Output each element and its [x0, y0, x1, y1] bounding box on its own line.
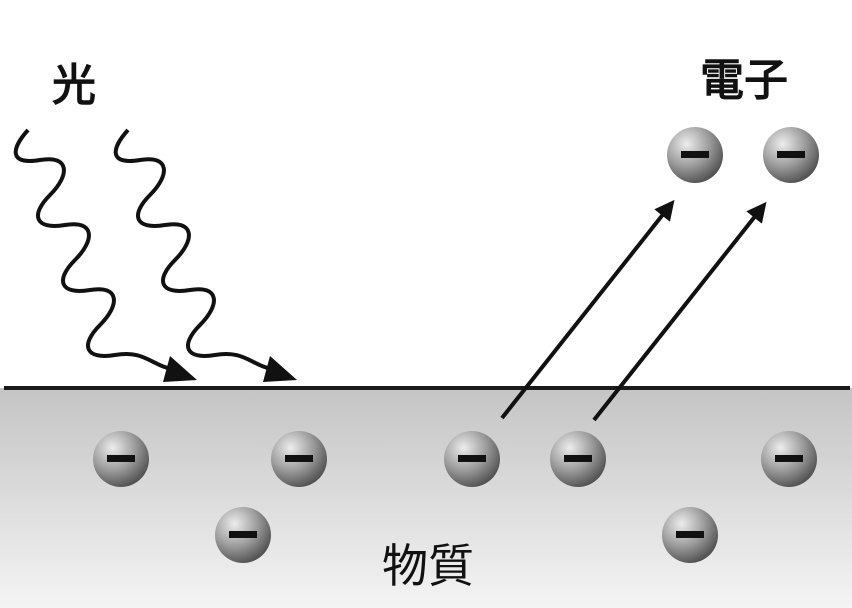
- wavy-arrow-icon: [13, 128, 176, 372]
- electron-7: [662, 507, 718, 563]
- light-wave-1: [13, 128, 197, 382]
- emission-arrow-1: [500, 199, 675, 420]
- electron-4: [550, 431, 606, 487]
- minus-sign: [229, 531, 257, 538]
- minus-sign: [564, 455, 592, 462]
- emitted-electron-1: [667, 127, 723, 183]
- electron-1: [93, 431, 149, 487]
- minus-sign: [777, 151, 805, 158]
- minus-sign: [285, 455, 313, 462]
- material-label: 物質: [382, 539, 474, 593]
- minus-sign: [775, 455, 803, 462]
- material-block: [0, 388, 852, 608]
- wavy-arrow-icon: [113, 128, 276, 372]
- electron-3: [444, 431, 500, 487]
- electron-5: [761, 431, 817, 487]
- wavy-arrow-head: [163, 356, 197, 382]
- emission-arrow-2: [592, 201, 767, 422]
- electron-6: [215, 507, 271, 563]
- minus-sign: [107, 455, 135, 462]
- wavy-arrow-head: [263, 356, 297, 382]
- light-wave-2: [113, 128, 297, 382]
- light-label: 光: [52, 60, 96, 111]
- emitted-electron-2: [763, 127, 819, 183]
- electron-2: [271, 431, 327, 487]
- minus-sign: [458, 455, 486, 462]
- electron-label: 電子: [700, 55, 788, 106]
- minus-sign: [676, 531, 704, 538]
- minus-sign: [681, 151, 709, 158]
